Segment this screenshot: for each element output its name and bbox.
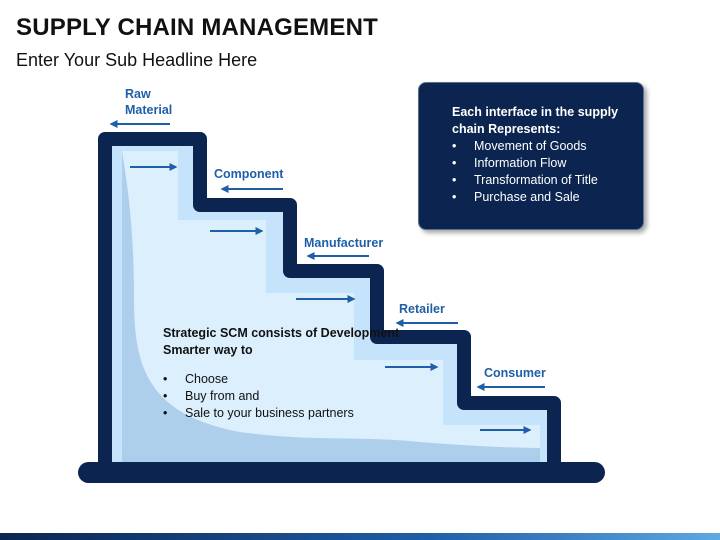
stage-label-manufacturer: Manufacturer	[304, 236, 384, 250]
list-item: Movement of Goods	[452, 138, 633, 155]
stage-label-line: Material	[125, 103, 173, 117]
scm-heading: Strategic SCM consists of Development Sm…	[163, 326, 400, 357]
scm-list: Choose Buy from and Sale to your busines…	[163, 371, 403, 422]
list-item: Sale to your business partners	[163, 405, 403, 422]
page-subtitle: Enter Your Sub Headline Here	[16, 50, 258, 70]
stage-label-consumer: Consumer	[484, 366, 546, 380]
interface-info-box: Each interface in the supply chain Repre…	[418, 82, 644, 230]
list-item: Transformation of Title	[452, 172, 633, 189]
page-title: SUPPLY CHAIN MANAGEMENT	[16, 14, 378, 41]
list-item: Information Flow	[452, 155, 633, 172]
stage-label-raw-material: Raw Material	[125, 86, 172, 118]
staircase-shadow	[122, 151, 540, 462]
info-box-list: Movement of Goods Information Flow Trans…	[452, 138, 633, 206]
staircase-outline	[98, 132, 561, 466]
info-box-heading: Each interface in the supply chain Repre…	[452, 105, 619, 136]
list-item: Buy from and	[163, 388, 403, 405]
stage-label-retailer: Retailer	[399, 302, 445, 316]
strategic-scm-text: Strategic SCM consists of Development Sm…	[163, 325, 403, 422]
staircase-base	[78, 462, 605, 483]
bottom-accent-bar	[0, 533, 720, 540]
list-item: Choose	[163, 371, 403, 388]
list-item: Purchase and Sale	[452, 189, 633, 206]
stage-label-component: Component	[214, 167, 284, 181]
stage-label-line: Raw	[125, 87, 151, 101]
